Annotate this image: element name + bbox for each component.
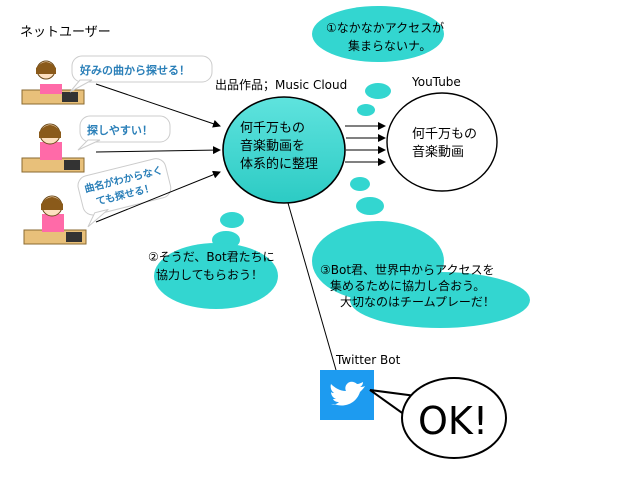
- users-title: ネットユーザー: [20, 25, 111, 40]
- user-figure-2: [21, 123, 85, 173]
- thought2-line-1: ②そうだ、Bot君たちに: [148, 250, 275, 264]
- arrow-user1: [95, 83, 221, 128]
- thought3-line-3: 大切なのはチームプレーだ！: [340, 295, 495, 309]
- user1-speech-bubble: 好みの曲から探せる！: [69, 55, 213, 93]
- thought1-line-2: 集まらないナ。: [348, 38, 431, 53]
- arrow-user3: [95, 170, 221, 223]
- ok-text: OK!: [418, 399, 488, 443]
- thought3-line-1: ③Bot君、世界中からアクセスを: [320, 262, 494, 277]
- product-label: 出品作品；Music Cloud: [215, 78, 347, 92]
- user-figure-3: [23, 195, 87, 245]
- thought-bubble-3: ③Bot君、世界中からアクセスを 集めるために協力し合おう。 大切なのはチームプ…: [312, 177, 530, 328]
- user-figure-1: [21, 60, 85, 105]
- user2-speech-text: 探しやすい！: [87, 123, 153, 137]
- user2-speech-bubble: 探しやすい！: [77, 115, 171, 151]
- thought-bubble-2: ②そうだ、Bot君たちに 協力してもらおう！: [148, 212, 278, 309]
- twitter-label: Twitter Bot: [335, 353, 401, 367]
- user3-speech-bubble: 曲名がわからなく ても探せる！: [77, 158, 172, 228]
- main-node-line-1: 何千万もの: [240, 120, 305, 136]
- main-node-line-3: 体系的に整理: [240, 156, 318, 172]
- thought3-line-2: 集めるために協力し合おう。: [330, 278, 485, 293]
- thought-bubble-1: ①なかなかアクセスが 集まらないナ。: [312, 6, 444, 116]
- youtube-label: YouTube: [411, 75, 461, 89]
- youtube-node-line-1: 何千万もの: [412, 126, 477, 142]
- main-node-line-2: 音楽動画を: [240, 138, 305, 154]
- main-node: [222, 96, 346, 204]
- twitter-bird-icon: [320, 370, 374, 420]
- arrow-user2: [95, 146, 221, 155]
- connector-to-twitter: [287, 202, 337, 371]
- youtube-node: [386, 92, 498, 192]
- user1-speech-text: 好みの曲から探せる！: [79, 63, 190, 77]
- thought2-line-2: 協力してもらおう！: [156, 267, 263, 282]
- thought1-line-1: ①なかなかアクセスが: [326, 20, 444, 35]
- ok-speech-bubble: OK!: [369, 377, 507, 459]
- youtube-node-line-2: 音楽動画: [412, 144, 464, 160]
